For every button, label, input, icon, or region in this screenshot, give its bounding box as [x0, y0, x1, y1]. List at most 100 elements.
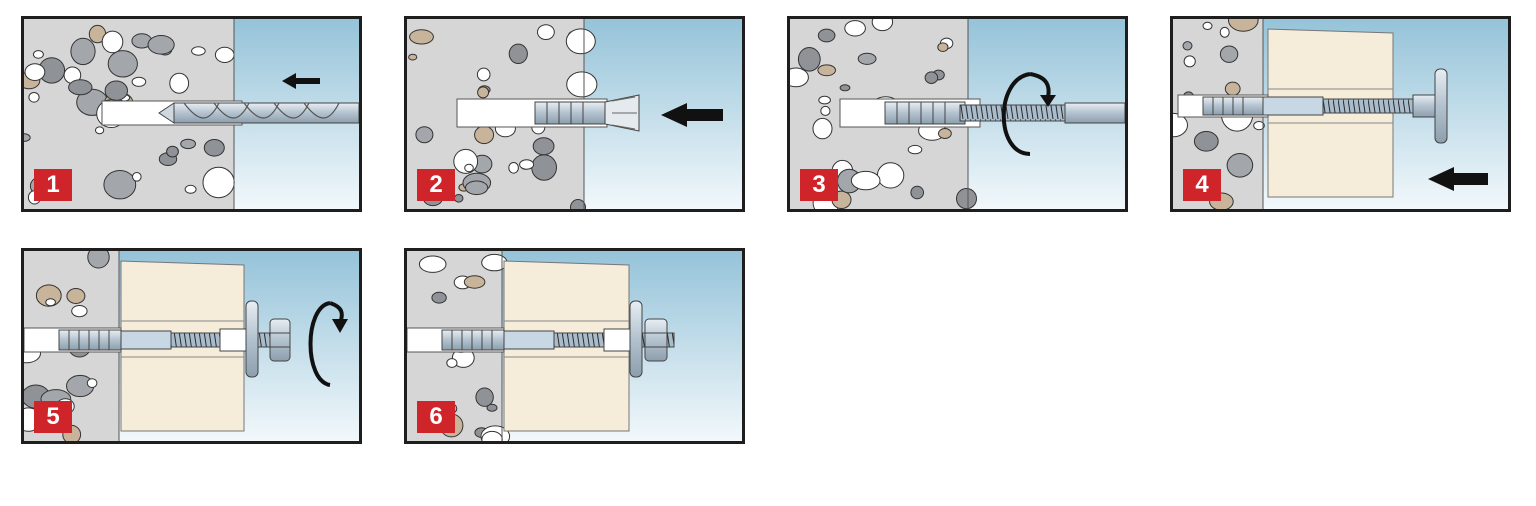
pebble [790, 67, 809, 88]
pebble [103, 170, 137, 200]
screw-rod-illustration [790, 19, 1125, 209]
pebble [570, 199, 586, 209]
pebble [24, 133, 31, 142]
pebble [464, 163, 474, 173]
pebble [1226, 153, 1254, 178]
pebble [28, 92, 40, 103]
pebble [1253, 121, 1265, 131]
drilling-illustration [24, 19, 359, 209]
pebble [1219, 26, 1230, 38]
pebble [937, 42, 949, 53]
washer-nut-icon [219, 300, 291, 378]
pebble [191, 46, 206, 56]
place-fixture-illustration [1173, 19, 1508, 209]
pebble [532, 137, 555, 156]
pebble [876, 162, 905, 189]
rotate-arrow-icon [308, 301, 348, 387]
pebble [71, 305, 88, 318]
pebble [1182, 41, 1193, 51]
pebble [465, 180, 489, 196]
pebble [431, 291, 447, 304]
pebble [418, 255, 447, 273]
pebble [147, 35, 175, 55]
push-arrow-icon [661, 103, 723, 127]
step-2-panel: 2 [404, 16, 745, 212]
pebble [537, 24, 555, 41]
pebble [131, 76, 147, 87]
pebble [70, 37, 96, 66]
pebble [871, 19, 894, 32]
pebble [132, 172, 142, 182]
pebble [481, 253, 508, 272]
pebble [818, 95, 831, 105]
step-4-panel: 4 [1170, 16, 1511, 212]
rotate-arrow-icon [1001, 72, 1056, 156]
pebble [474, 125, 495, 145]
pebble [45, 298, 56, 307]
pebble [844, 20, 866, 37]
pebble [907, 144, 923, 155]
pebble [68, 79, 93, 96]
pebble [477, 86, 490, 99]
pebble [531, 154, 558, 181]
pebble [817, 64, 837, 77]
pebble [203, 139, 225, 157]
pebble [1202, 21, 1213, 30]
pebble [839, 84, 851, 92]
step-3-panel: 3 [787, 16, 1128, 212]
pebble [566, 71, 598, 98]
pebble [475, 387, 494, 407]
pebble [1193, 131, 1219, 152]
pebble [817, 28, 836, 43]
pebble [1173, 112, 1188, 138]
step-number-badge: 3 [800, 169, 838, 201]
pebble [32, 50, 44, 59]
pebble [66, 288, 86, 304]
washer-nut-icon [1412, 68, 1448, 144]
pebble [86, 378, 98, 389]
step-number-badge: 6 [417, 401, 455, 433]
pebble [924, 71, 939, 85]
step-number-badge: 1 [34, 169, 72, 201]
pebble [850, 170, 881, 191]
drill-bit-icon [158, 102, 359, 124]
pebble [166, 145, 179, 158]
pebble [508, 162, 519, 174]
pebble [169, 72, 190, 94]
pebble [202, 166, 235, 199]
pebble [415, 126, 434, 144]
pebble [812, 117, 833, 140]
pebble [519, 159, 535, 170]
pebble [107, 50, 138, 78]
step-6-panel: 6 [404, 248, 745, 444]
pebble [1228, 19, 1259, 32]
step-1-panel: 1 [21, 16, 362, 212]
pebble [820, 105, 831, 116]
pebble [453, 194, 464, 203]
washer-nut-icon [603, 300, 668, 378]
pebble [95, 126, 105, 135]
push-arrow-icon [282, 73, 320, 89]
pebble [797, 47, 821, 72]
installed-anchor-illustration [407, 251, 742, 441]
pebble [910, 185, 924, 200]
push-arrow-icon [1428, 167, 1488, 191]
pebble [565, 28, 596, 55]
pebble [104, 80, 129, 101]
pebble [1219, 45, 1239, 63]
pebble [486, 403, 498, 412]
pebble [1183, 55, 1196, 68]
step-number-badge: 5 [34, 401, 72, 433]
step-number-badge: 2 [417, 169, 455, 201]
pebble [938, 128, 952, 139]
pebble [184, 184, 197, 194]
pebble [408, 53, 418, 61]
step-number-badge: 4 [1183, 169, 1221, 201]
pebble [857, 52, 877, 65]
step-5-panel: 5 [21, 248, 362, 444]
anchor-sleeve-icon [534, 94, 640, 132]
pebble [1224, 81, 1241, 97]
pebble [476, 67, 491, 82]
pebble [409, 29, 434, 45]
pebble [446, 358, 458, 368]
